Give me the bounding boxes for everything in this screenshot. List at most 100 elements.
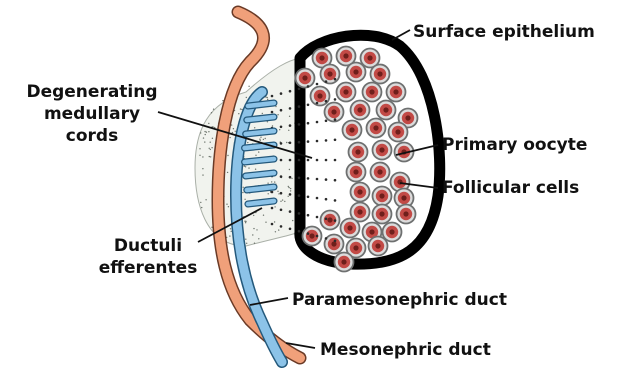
oocyte-nucleus [357,189,362,194]
ductulus [246,131,274,134]
oocyte-nucleus [347,225,352,230]
stipple-dot [289,169,290,170]
ductulus [245,159,274,162]
stipple-dot [253,228,254,229]
cord-dot [307,177,310,180]
cord-dot [316,178,319,181]
cord-dot [316,121,319,124]
stipple-dot [277,114,278,115]
cord-dot [334,98,337,101]
stipple-dot [206,132,207,133]
cord-dot [289,107,292,110]
stipple-dot [288,196,289,197]
stipple-dot [254,127,255,128]
cord-dot [325,100,328,103]
cord-dot [280,142,283,145]
stipple-dot [245,239,246,240]
oocyte-nucleus [331,109,336,114]
cord-dot [289,142,292,145]
oocyte-nucleus [383,107,388,112]
cord-dot [289,90,292,93]
stipple-dot [226,204,227,205]
cord-dot [316,197,319,200]
label-surface-epithelium: Surface epithelium [413,22,595,42]
cord-dot [334,118,337,121]
oocyte-nucleus [379,193,384,198]
cord-dot [334,139,337,142]
oocyte-nucleus [379,211,384,216]
cord-dot [271,207,274,210]
stipple-dot [245,222,246,223]
stipple-dot [288,186,289,187]
cord-dot [289,193,292,196]
cord-dot [316,159,319,162]
oocyte-nucleus [349,127,354,132]
stipple-dot [209,156,210,157]
stipple-dot [204,131,205,132]
stipple-dot [268,193,269,194]
label-cords: cords [66,126,118,146]
stipple-dot [282,199,283,200]
oocyte-nucleus [353,245,358,250]
stipple-dot [256,229,257,230]
oocyte-nucleus [327,217,332,222]
stipple-dot [242,192,243,193]
cord-dot [280,126,283,129]
cord-dot [280,225,283,228]
label-mesonephric-duct: Mesonephric duct [320,340,491,360]
label-medullary: medullary [44,104,140,124]
stipple-dot [202,168,203,169]
oocyte-nucleus [379,147,384,152]
stipple-dot [211,147,212,148]
stipple-dot [275,231,276,232]
stipple-dot [246,243,247,244]
stipple-dot [252,234,253,235]
oocyte-nucleus [331,241,336,246]
stipple-dot [292,220,293,221]
oocyte-nucleus [355,149,360,154]
stipple-dot [274,221,275,222]
stipple-dot [254,243,255,244]
oocyte-nucleus [401,195,406,200]
oocyte-nucleus [341,259,346,264]
oocyte-nucleus [343,53,348,58]
cord-dot [271,223,274,226]
stipple-dot [279,129,280,130]
stipple-dot [212,138,213,139]
cord-dot [289,228,292,231]
oocyte-nucleus [369,89,374,94]
oocyte-nucleus [302,75,307,80]
oocyte-nucleus [389,229,394,234]
cord-dot [289,159,292,162]
ductulus [247,187,274,190]
stipple-dot [278,229,279,230]
oocyte-nucleus [317,93,322,98]
stipple-dot [201,207,202,208]
stipple-dot [272,125,273,126]
stipple-dot [263,215,264,216]
oocyte-nucleus [357,209,362,214]
cord-dot [280,92,283,95]
stipple-dot [210,156,211,157]
stipple-dot [210,142,211,143]
stipple-dot [238,113,239,114]
cord-dot [325,237,328,240]
label-paramesonephric-duct: Paramesonephric duct [292,290,507,310]
stipple-dot [209,148,210,149]
stipple-dot [265,138,266,139]
cord-dot [334,199,337,202]
oocyte-nucleus [369,229,374,234]
stipple-dot [286,142,287,143]
oocyte-nucleus [377,169,382,174]
oocyte-nucleus [357,107,362,112]
cord-dot [307,159,310,162]
oocyte-nucleus [405,115,410,120]
ovary-stroma [195,58,300,246]
stipple-dot [205,134,206,135]
oocyte-nucleus [343,89,348,94]
stipple-dot [246,97,247,98]
stipple-dot [271,181,272,182]
stipple-dot [233,128,234,129]
stipple-dot [208,131,209,132]
